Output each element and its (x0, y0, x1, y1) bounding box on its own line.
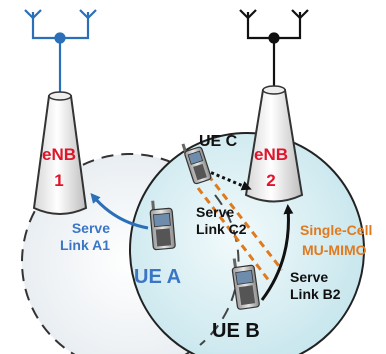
antenna-1-icon (24, 9, 97, 95)
mu-mimo-beams (196, 174, 284, 283)
enb-2-number: 2 (266, 171, 275, 190)
enb-1-tower-icon (32, 91, 88, 215)
mu-mimo-label-line1: Single-Cell (300, 222, 372, 238)
serve-link-b2-arrow (260, 204, 294, 301)
enb-1-number: 1 (54, 171, 63, 190)
ue-b-phone-icon (231, 258, 260, 310)
enb-2-tower-icon (244, 85, 304, 203)
ue-a-label: UE A (134, 266, 181, 288)
ue-b-label: UE B (212, 320, 260, 342)
ue-a-phone-icon (149, 200, 176, 251)
antenna-2-icon (239, 9, 309, 90)
link-a1-label-line2: Link A1 (60, 237, 110, 253)
ue-c-label: UE C (199, 133, 238, 150)
link-b2-label-line2: Link B2 (290, 286, 341, 302)
serve-link-a1-arrow (90, 192, 149, 230)
link-c2-label-line2: Link C2 (196, 221, 247, 237)
enb-2-label: eNB (254, 145, 288, 164)
enb-1-label: eNB (42, 145, 76, 164)
ue-c-phone-icon (181, 143, 212, 185)
mu-mimo-label-line2: MU-MIMO (302, 242, 367, 258)
link-c2-label-line1: Serve (196, 204, 234, 220)
cell-2-coverage (129, 132, 365, 354)
link-a1-label-line1: Serve (72, 220, 110, 236)
link-b2-label-line1: Serve (290, 269, 328, 285)
